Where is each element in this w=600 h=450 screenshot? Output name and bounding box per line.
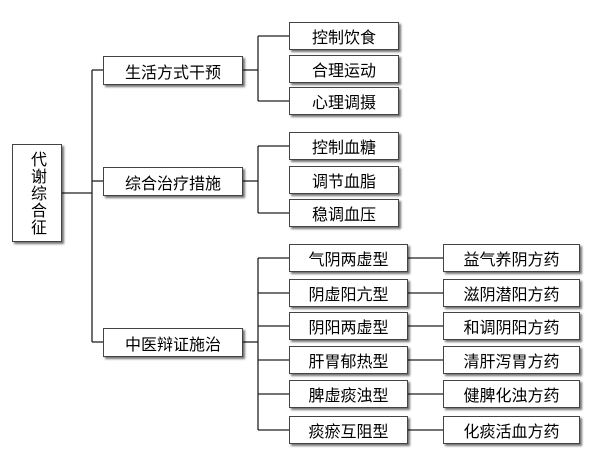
treatment-node: 滋阴潜阳方药 [443,279,580,307]
treatment-node: 化痰活血方药 [443,416,580,444]
branch-node-tcm: 中医辩证施治 [103,328,243,357]
syndrome-type-node: 痰瘀互阻型 [289,416,408,444]
treatment-label: 益气养阴方药 [463,250,560,269]
syndrome-type-label: 阴阳两虚型 [308,318,389,337]
treatment-label: 和调阴阳方药 [463,318,560,337]
treatment-node: 益气养阴方药 [443,244,580,272]
leaf-label: 控制血糖 [311,138,376,157]
root-label: 代谢综合征 [28,150,47,236]
leaf-node: 心理调摄 [289,87,399,115]
leaf-label: 控制饮食 [311,28,376,47]
treatment-label: 化痰活血方药 [463,422,560,441]
branch-node-treatment: 综合治疗措施 [103,167,243,196]
leaf-node: 控制血糖 [289,132,399,160]
branch-label: 生活方式干预 [124,62,221,82]
leaf-label: 合理运动 [311,61,376,80]
leaf-node: 调节血脂 [289,166,399,194]
syndrome-type-label: 肝胃郁热型 [308,352,389,371]
branch-node-lifestyle: 生活方式干预 [103,56,243,85]
syndrome-type-label: 脾虚痰浊型 [308,386,389,405]
leaf-label: 调节血脂 [311,172,376,191]
branch-label: 综合治疗措施 [124,173,221,193]
syndrome-type-node: 阴阳两虚型 [289,312,408,340]
syndrome-type-label: 阴虚阳亢型 [308,285,389,304]
treatment-node: 健脾化浊方药 [443,380,580,408]
syndrome-type-node: 脾虚痰浊型 [289,380,408,408]
syndrome-type-label: 痰瘀互阻型 [308,422,389,441]
root-node: 代谢综合征 [12,144,62,242]
leaf-node: 稳调血压 [289,199,399,227]
syndrome-type-node: 肝胃郁热型 [289,346,408,374]
branch-label: 中医辩证施治 [124,334,221,354]
syndrome-type-node: 阴虚阳亢型 [289,279,408,307]
leaf-node: 合理运动 [289,55,399,83]
leaf-label: 稳调血压 [311,205,376,224]
treatment-label: 清肝泻胃方药 [463,352,560,371]
treatment-label: 滋阴潜阳方药 [463,285,560,304]
syndrome-type-label: 气阴两虚型 [308,250,389,269]
treatment-node: 和调阴阳方药 [443,312,580,340]
treatment-node: 清肝泻胃方药 [443,346,580,374]
leaf-label: 心理调摄 [311,93,376,112]
treatment-label: 健脾化浊方药 [463,386,560,405]
syndrome-type-node: 气阴两虚型 [289,244,408,272]
leaf-node: 控制饮食 [289,22,399,50]
